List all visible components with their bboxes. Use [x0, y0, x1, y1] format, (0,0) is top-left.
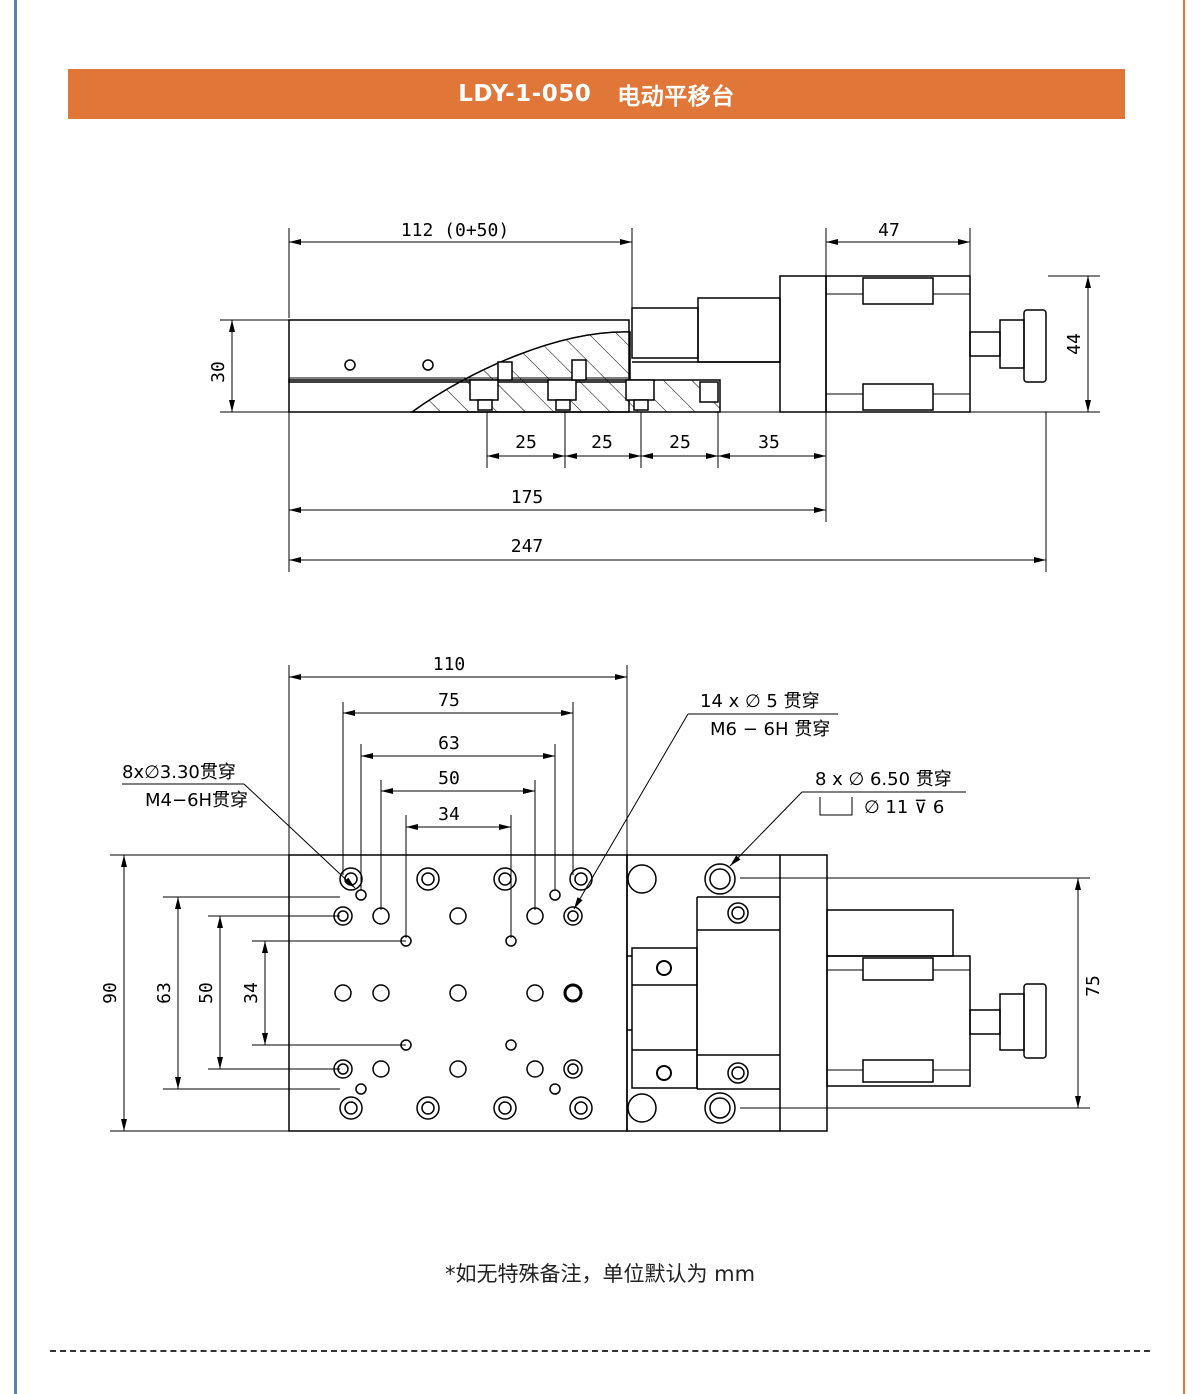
dim-right-height [740, 877, 1090, 1109]
callout-counterbore-spec: ∅ 11 ⊽ 6 [864, 797, 944, 818]
dim-total-length-label: 247 [511, 536, 544, 557]
callout-right-thread: M6 − 6H 贯穿 [710, 719, 830, 740]
stage-plate [288, 854, 628, 1132]
dim-top-heights [110, 854, 406, 1132]
page-edge-left [14, 0, 17, 1394]
callout-counterbore-hole: 8 x ∅ 6.50 贯穿 [815, 769, 952, 790]
top-view: 110 75 63 50 34 90 63 50 34 [100, 654, 1104, 1132]
dim-motor-height-label: 44 [1064, 333, 1085, 355]
dim-h50: 50 [196, 982, 217, 1004]
side-view: 112 (0+50) 47 30 44 [208, 220, 1100, 572]
dim-h90: 90 [100, 982, 121, 1004]
dim-motor-length: 47 [825, 220, 971, 276]
dim-w34: 34 [438, 804, 460, 825]
leaders [122, 713, 966, 910]
dim-h34: 34 [241, 982, 262, 1004]
dim-pitch-4: 35 [758, 432, 780, 453]
dim-motor-length-label: 47 [878, 220, 900, 241]
dim-w75: 75 [438, 690, 460, 711]
title-bar: LDY-1-050 电动平移台 [68, 69, 1125, 119]
dim-height-label: 30 [208, 361, 229, 383]
dim-stroke: 112 (0+50) [288, 220, 633, 318]
dim-total-length: 247 [289, 412, 1047, 572]
dim-h75: 75 [1083, 975, 1104, 997]
dim-stroke-label: 112 (0+50) [401, 220, 509, 241]
dim-height: 30 [208, 319, 289, 413]
dim-pitches: 25 25 25 35 [486, 412, 827, 522]
model-number: LDY-1-050 [458, 81, 592, 107]
holes [333, 863, 749, 1124]
dim-h63: 63 [154, 982, 175, 1004]
dashed-divider [50, 1350, 1150, 1352]
dim-pitch-2: 25 [591, 432, 613, 453]
dim-top-widths [288, 665, 628, 938]
callout-left-hole: 8x∅3.30贯穿 [122, 762, 236, 783]
dim-motor-height: 44 [1048, 275, 1100, 413]
callout-left-thread: M4−6H贯穿 [145, 790, 248, 811]
callout-right-hole: 14 x ∅ 5 贯穿 [700, 691, 820, 712]
dim-pitch-1: 25 [515, 432, 537, 453]
unit-footnote: *如无特殊备注，单位默认为 mm [444, 1262, 756, 1286]
product-name: 电动平移台 [617, 84, 735, 110]
dim-base-length: 175 [288, 412, 826, 572]
dim-base-length-label: 175 [511, 487, 544, 508]
dim-w50: 50 [438, 768, 460, 789]
page-edge-right [1183, 0, 1185, 1394]
dim-pitch-3: 25 [669, 432, 691, 453]
dim-w63: 63 [438, 733, 460, 754]
dim-w110: 110 [433, 654, 466, 675]
